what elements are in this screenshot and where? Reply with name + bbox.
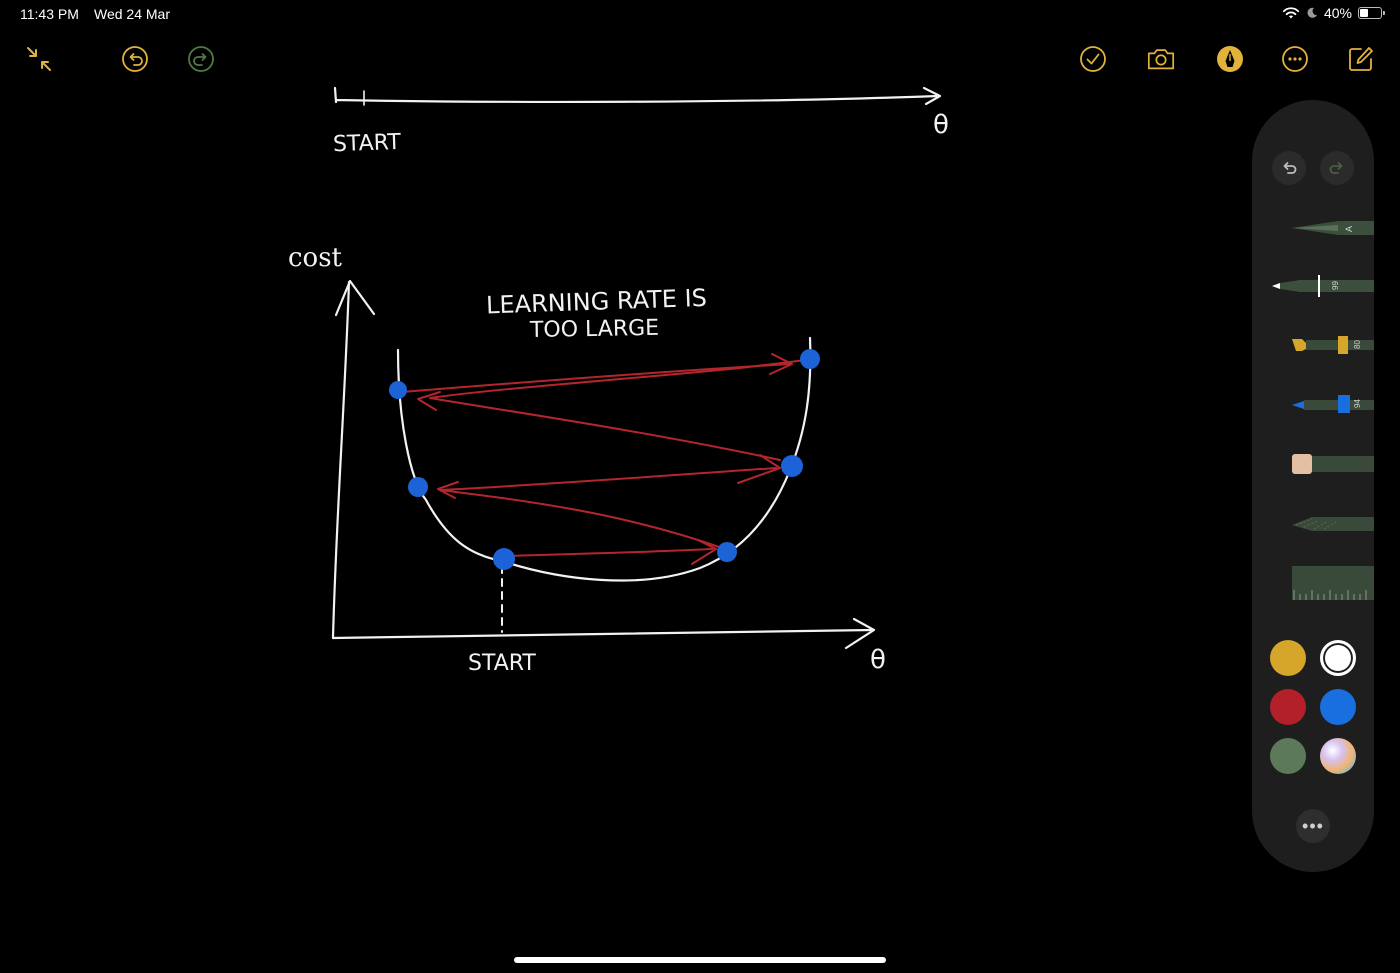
pencil-tool[interactable]: 94 xyxy=(1252,381,1374,427)
undo-icon xyxy=(1283,162,1297,174)
arrow-3 xyxy=(439,467,777,549)
status-time: 11:43 PM xyxy=(20,6,79,22)
lasso-tool-icon xyxy=(1292,517,1374,531)
y-axis-line xyxy=(331,280,351,640)
pen-tool-tag: A xyxy=(1344,226,1354,232)
camera-icon xyxy=(1147,49,1175,70)
color-swatch-red[interactable] xyxy=(1270,689,1306,725)
top-theta-label: θ xyxy=(933,110,949,140)
bottom-theta-label: θ xyxy=(870,645,886,675)
ruler-tool-icon xyxy=(1292,566,1374,600)
point-4 xyxy=(781,455,803,477)
redo-button[interactable] xyxy=(186,44,216,74)
bottom-start-label: START xyxy=(468,651,536,676)
arrow-5-head xyxy=(691,539,717,565)
moon-icon xyxy=(1307,7,1317,18)
arrow-3-head xyxy=(737,454,781,484)
more-icon xyxy=(1282,46,1308,72)
wifi-icon xyxy=(1282,7,1300,19)
home-indicator[interactable] xyxy=(514,957,886,963)
compose-button[interactable] xyxy=(1346,44,1376,74)
status-bar: 11:43 PM Wed 24 Mar 40% xyxy=(0,0,1400,28)
camera-button[interactable] xyxy=(1146,44,1176,74)
battery-percent: 40% xyxy=(1323,5,1352,21)
pencil-tool-tag: 94 xyxy=(1353,399,1362,408)
title-line1: LEARNING RATE IS xyxy=(486,284,708,320)
status-right-group: 40% xyxy=(1282,5,1385,21)
checkmark-icon xyxy=(1080,46,1106,72)
top-start-label: START xyxy=(333,130,402,157)
more-options-button[interactable] xyxy=(1280,44,1310,74)
undo-icon xyxy=(122,46,148,72)
color-swatch-white[interactable] xyxy=(1320,640,1356,676)
ruler-tool[interactable] xyxy=(1252,558,1374,604)
highlighter-tool[interactable]: 80 xyxy=(1252,322,1374,368)
marker-tool-icon: 99 xyxy=(1272,275,1374,297)
point-5 xyxy=(493,548,515,570)
done-button[interactable] xyxy=(1078,44,1108,74)
marker-tool[interactable]: 99 xyxy=(1252,263,1374,309)
arrow-1-head xyxy=(769,353,793,375)
battery-fill xyxy=(1360,9,1368,17)
markup-button[interactable] xyxy=(1215,44,1245,74)
highlighter-tool-tag: 80 xyxy=(1353,340,1362,349)
status-date: Wed 24 Mar xyxy=(94,6,170,22)
more-icon: ••• xyxy=(1302,815,1324,836)
y-axis-arrowhead xyxy=(334,279,376,317)
pen-tool-icon: A xyxy=(1292,221,1374,235)
tool-palette: A 99 80 94 xyxy=(1252,100,1374,872)
compose-icon xyxy=(1349,47,1373,71)
lasso-tool[interactable] xyxy=(1252,499,1374,545)
redo-icon xyxy=(1329,162,1343,174)
eraser-tool[interactable] xyxy=(1252,440,1374,486)
top-axis-line xyxy=(333,86,940,104)
arrow-2-head xyxy=(417,391,441,411)
color-swatch-yellow[interactable] xyxy=(1270,640,1306,676)
x-axis-arrowhead xyxy=(844,617,876,650)
redo-icon xyxy=(188,46,214,72)
pen-markup-icon xyxy=(1217,46,1243,72)
palette-redo-button[interactable] xyxy=(1320,151,1354,185)
point-1 xyxy=(389,381,407,399)
top-axis-arrowhead xyxy=(922,86,942,106)
point-6 xyxy=(717,542,737,562)
cost-label: cost xyxy=(288,243,343,273)
marker-tool-tag: 99 xyxy=(1331,281,1340,290)
undo-button[interactable] xyxy=(120,44,150,74)
title-line2: TOO LARGE xyxy=(529,316,660,343)
collapse-button[interactable] xyxy=(24,44,54,74)
color-swatch-multicolor[interactable] xyxy=(1320,738,1356,774)
eraser-tool-icon xyxy=(1292,454,1374,474)
battery-icon xyxy=(1358,7,1385,19)
cost-curve xyxy=(396,336,812,582)
point-2 xyxy=(800,349,820,369)
color-swatch-blue[interactable] xyxy=(1320,689,1356,725)
color-swatch-green[interactable] xyxy=(1270,738,1306,774)
pencil-tool-icon: 94 xyxy=(1292,395,1374,413)
palette-undo-button[interactable] xyxy=(1272,151,1306,185)
pen-tool[interactable]: A xyxy=(1252,204,1374,250)
arrow-2 xyxy=(429,359,807,461)
point-3 xyxy=(408,477,428,497)
arrow-4-head xyxy=(437,481,459,499)
x-axis-line xyxy=(331,628,874,640)
arrow-5 xyxy=(507,548,713,557)
palette-more-button[interactable]: ••• xyxy=(1296,809,1330,843)
collapse-icon xyxy=(27,47,51,71)
highlighter-tool-icon: 80 xyxy=(1292,336,1374,354)
